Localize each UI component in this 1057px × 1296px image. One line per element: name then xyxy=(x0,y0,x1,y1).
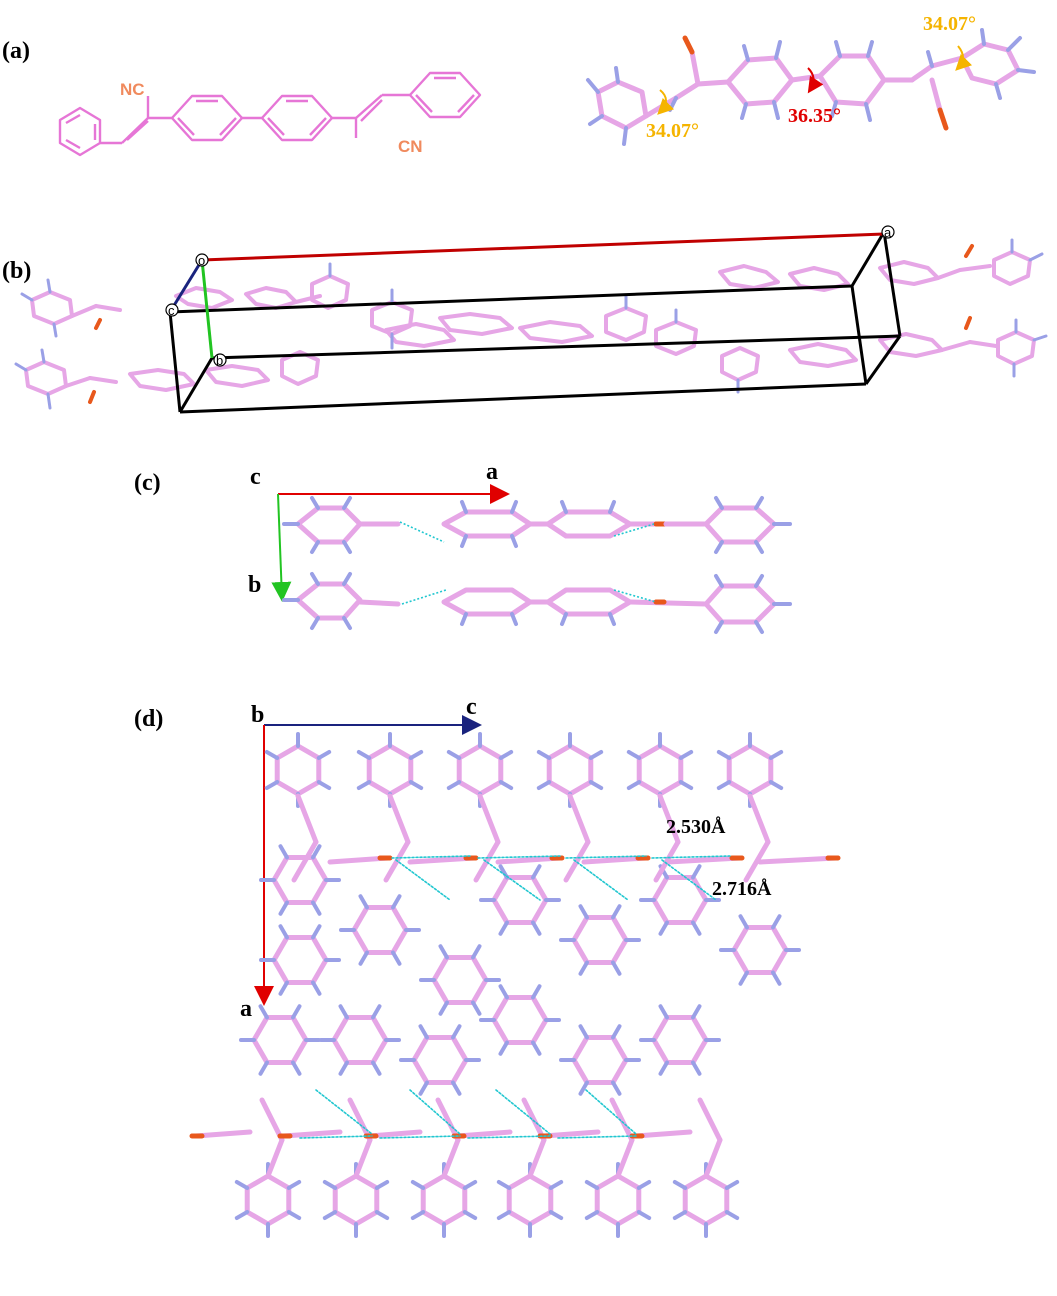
molecule-3d-torsion xyxy=(586,28,1036,146)
cell-c-label: c xyxy=(168,303,175,318)
axis-c-label: c xyxy=(466,694,477,720)
axis-a-label: a xyxy=(486,459,498,485)
packing-view-c xyxy=(282,496,792,634)
cell-axis-c xyxy=(168,259,204,313)
cell-axis-b xyxy=(200,259,214,359)
torsion-left-label: 34.07° xyxy=(646,120,699,142)
packing-view-b: o a b c xyxy=(14,225,1048,414)
panel-a-label: (a) xyxy=(2,38,30,64)
torsion-right-label: 34.07° xyxy=(923,13,976,35)
panel-c-label: (c) xyxy=(134,470,161,496)
panel-b-label: (b) xyxy=(2,258,31,284)
axis-b-origin-label: b xyxy=(251,702,264,728)
torsion-center-label: 36.35° xyxy=(788,105,841,127)
distance-label-2: 2.716Å xyxy=(712,877,772,900)
axis-a-label-d: a xyxy=(240,996,252,1022)
distance-label-1: 2.530Å xyxy=(666,815,726,838)
cell-a-label: a xyxy=(884,225,892,240)
structural-formula xyxy=(58,71,482,157)
unit-cell-box xyxy=(168,231,902,414)
cell-axis-a xyxy=(201,232,885,262)
nc-label: NC xyxy=(120,80,145,99)
axis-c-origin-label: c xyxy=(250,464,261,490)
cell-b-label: b xyxy=(216,353,223,368)
cell-origin-label: o xyxy=(198,253,205,268)
packing-view-d xyxy=(189,732,841,1238)
axis-b-arrow xyxy=(271,493,292,602)
axis-b-label: b xyxy=(248,572,261,598)
cn-label: CN xyxy=(398,137,423,156)
panel-d-label: (d) xyxy=(134,706,163,732)
